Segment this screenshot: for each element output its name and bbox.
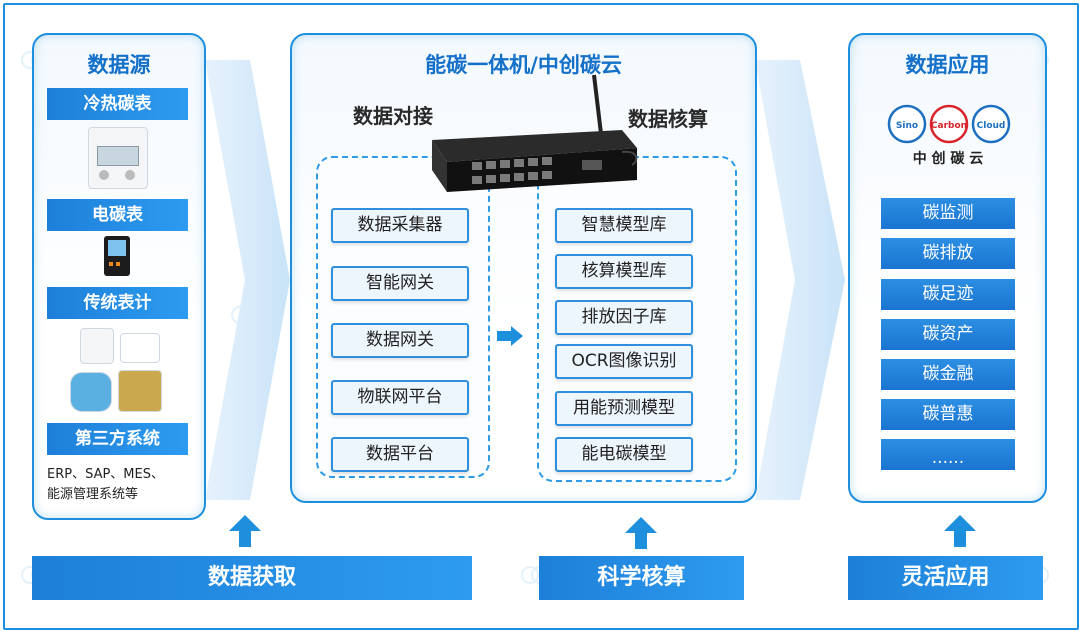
app-item-carbon-emission: 碳排放 [881,238,1015,269]
electric-meter-icon [104,236,130,276]
integration-item-iot-platform: 物联网平台 [331,380,469,415]
app-item-carbon-finance: 碳金融 [881,359,1015,390]
flow-chevron-icon [755,60,845,500]
data-application-title: 数据应用 [905,53,990,77]
accounting-item-accounting-model-lib: 核算模型库 [555,254,693,289]
accounting-item-emission-factor-lib: 排放因子库 [555,300,693,335]
data-integration-heading: 数据对接 [353,104,433,128]
app-item-more: ...... [881,439,1015,470]
right-arrow-icon [497,326,523,346]
data-source-title: 数据源 [87,53,151,77]
sino-carbon-cloud-logo-icon: Sino Carbon Cloud [887,104,1011,144]
up-arrow-icon [944,515,976,547]
source-item-cold-heat-meter: 冷热碳表 [47,88,188,120]
water-meter-icon [80,328,114,364]
integration-box [316,156,490,478]
flow-meter-icon [118,370,162,412]
third-party-desc-line1: ERP、SAP、MES、 [47,467,164,482]
power-meter-icon [120,333,160,363]
gas-meter-icon [70,372,112,412]
data-accounting-heading: 数据核算 [628,107,708,131]
accounting-item-energy-carbon-model: 能电碳模型 [555,437,693,472]
source-item-third-party: 第三方系统 [47,423,188,455]
accounting-item-energy-forecast: 用能预测模型 [555,391,693,426]
app-item-carbon-inclusive: 碳普惠 [881,399,1015,430]
third-party-desc-line2: 能源管理系统等 [47,487,139,502]
logo-word-cloud: Cloud [977,121,1006,131]
heat-meter-icon [88,127,148,189]
app-item-carbon-footprint: 碳足迹 [881,279,1015,310]
up-arrow-icon [229,515,261,547]
accounting-item-ocr: OCR图像识别 [555,344,693,379]
source-item-traditional-meter: 传统表计 [47,287,188,319]
logo-word-carbon: Carbon [931,121,967,131]
server-device-icon [432,74,638,192]
source-item-electric-carbon-meter: 电碳表 [47,199,188,231]
integration-item-data-collector: 数据采集器 [331,208,469,243]
bottom-bar-scientific-accounting: 科学核算 [539,556,744,600]
integration-item-smart-gateway: 智能网关 [331,266,469,301]
center-panel-title: 能碳一体机/中创碳云 [425,53,622,77]
bottom-bar-data-acquisition: 数据获取 [32,556,472,600]
app-item-carbon-asset: 碳资产 [881,319,1015,350]
app-item-carbon-monitor: 碳监测 [881,198,1015,229]
integration-item-data-gateway: 数据网关 [331,323,469,358]
bottom-bar-flexible-application: 灵活应用 [848,556,1043,600]
up-arrow-icon [625,517,657,549]
accounting-item-smart-model-lib: 智慧模型库 [555,208,693,243]
logo-cn-text: 中 创 碳 云 [912,151,984,167]
integration-item-data-platform: 数据平台 [331,437,469,472]
flow-chevron-icon [205,60,290,500]
logo-word-sino: Sino [896,121,918,131]
